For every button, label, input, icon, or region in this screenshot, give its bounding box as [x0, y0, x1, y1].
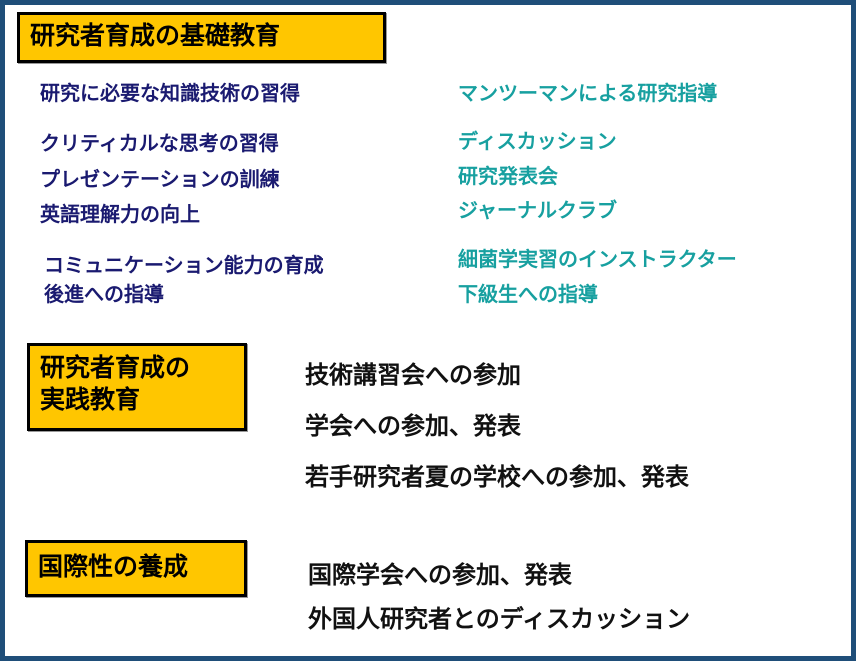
basic-item: コミュニケーション能力の育成 [44, 253, 324, 277]
basic-item: クリティカルな思考の習得 [40, 131, 279, 155]
section-international-title: 国際性の養成 [25, 540, 247, 597]
basic-method: 研究発表会 [458, 164, 558, 188]
basic-item: 英語理解力の向上 [40, 202, 200, 226]
practice-item: 学会への参加、発表 [305, 412, 521, 440]
basic-method: マンツーマンによる研究指導 [458, 81, 718, 105]
basic-method: ディスカッション [458, 129, 617, 153]
basic-item: 研究に必要な知識技術の習得 [40, 81, 300, 105]
practice-item: 若手研究者夏の学校への参加、発表 [305, 463, 689, 491]
section-practice-title: 研究者育成の 実践教育 [27, 343, 247, 431]
section-practice-title-line2: 実践教育 [40, 385, 141, 414]
basic-item: プレゼンテーションの訓練 [40, 167, 280, 191]
international-item: 国際学会への参加、発表 [308, 561, 572, 589]
basic-method: 下級生への指導 [458, 282, 598, 306]
section-practice-title-line1: 研究者育成の [40, 353, 191, 382]
basic-method: ジャーナルクラブ [458, 198, 617, 222]
basic-method: 細菌学実習のインストラクター [458, 247, 737, 271]
practice-item: 技術講習会への参加 [305, 361, 521, 389]
section-basic-title: 研究者育成の基礎教育 [17, 12, 386, 63]
basic-item: 後進への指導 [44, 282, 164, 306]
international-item: 外国人研究者とのディスカッション [308, 605, 691, 633]
